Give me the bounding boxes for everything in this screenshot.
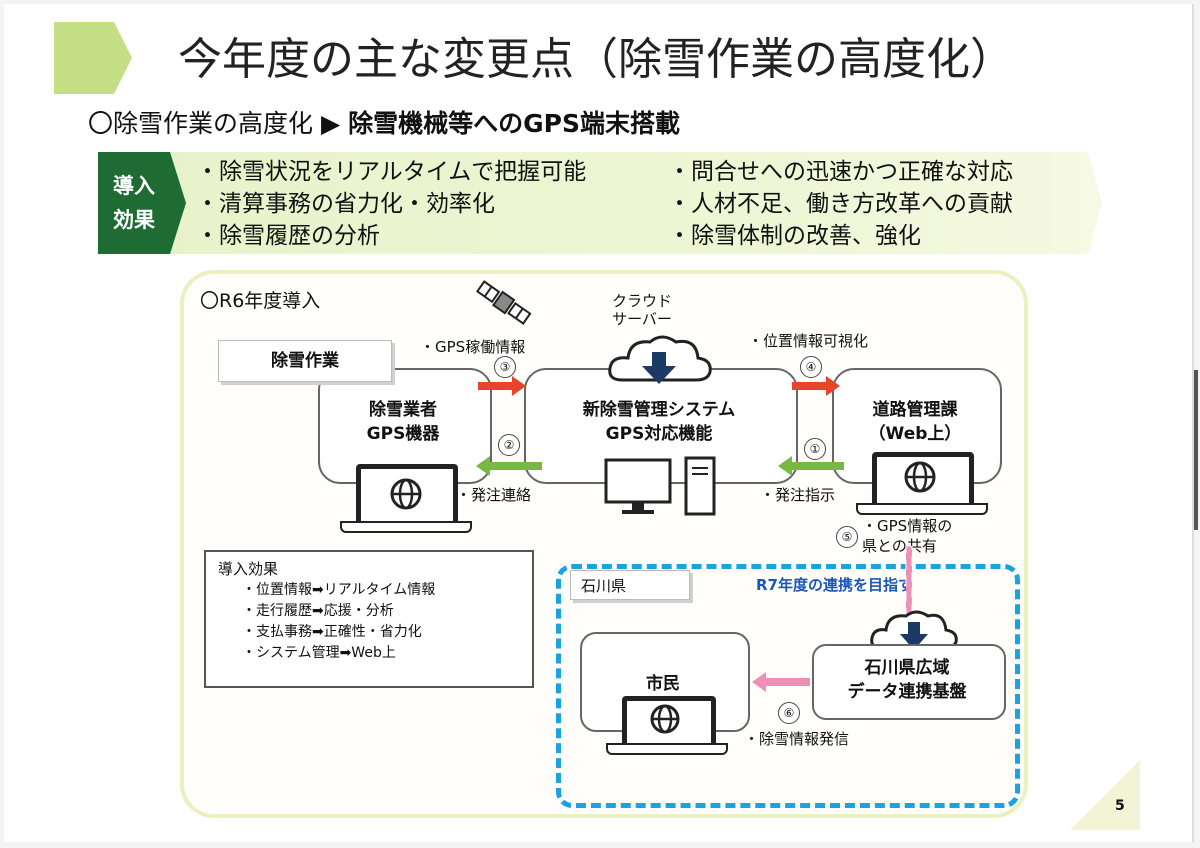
effect-item: ・人材不足、働き方改革への貢献 (668, 191, 1013, 217)
system-line-1: 新除雪管理システム (582, 400, 736, 420)
snow-work-tag: 除雪作業 (218, 340, 392, 382)
cloud-icon (870, 610, 958, 650)
effect-item: ・除雪状況をリアルタイムで把握可能 (196, 159, 587, 185)
page-number: 5 (1115, 798, 1125, 814)
system-line-2: GPS対応機能 (605, 424, 713, 444)
arrow-right-red-3 (478, 376, 526, 396)
corner-decoration (1070, 760, 1140, 830)
arrow-left-green-1 (778, 456, 844, 476)
step-4-badge: ④ (800, 356, 822, 378)
effects-tag-arrow (170, 152, 186, 254)
globe-icon (650, 704, 680, 734)
effect-item: ・除雪体制の改善、強化 (668, 223, 921, 249)
road-dept-title: 道路管理課 （Web上） (832, 398, 998, 446)
effect-item: ・問合せへの迅速かつ正確な対応 (668, 159, 1013, 185)
desktop-pc-icon (604, 456, 716, 516)
step-6-badge: ⑥ (778, 702, 800, 724)
effects-list-left: ・除雪状況をリアルタイムで把握可能 ・清算事務の省力化・効率化 ・除雪履歴の分析 (196, 156, 586, 252)
laptop-road-dept-base (856, 503, 988, 515)
platform-line-2: データ連携基盤 (847, 682, 967, 702)
effects-list-right: ・問合せへの迅速かつ正確な対応 ・人材不足、働き方改革への貢献 ・除雪体制の改善… (668, 156, 1013, 252)
step-1-badge: ① (804, 438, 826, 460)
gps-op-info-label: ・GPS稼働情報 (420, 338, 526, 356)
position-vis-label: ・位置情報可視化 (748, 332, 869, 350)
effect-item: ・除雪履歴の分析 (196, 223, 380, 249)
road-dept-line-2: （Web上） (868, 424, 962, 444)
road-dept-line-1: 道路管理課 (872, 400, 958, 420)
gps-share-label: ・GPS情報の県との共有 (862, 516, 952, 556)
effects-tag: 導入効果 (98, 152, 170, 254)
effects-summary-item: ・システム管理➡Web上 (242, 645, 396, 661)
effects-band-arrow (1088, 152, 1102, 254)
step-3-badge: ③ (494, 356, 516, 378)
effects-tag-line-2: 効果 (113, 208, 155, 232)
system-title: 新除雪管理システム GPS対応機能 (524, 398, 794, 446)
order-instruction-label: ・発注指示 (760, 486, 836, 504)
r7-dashed-region (556, 564, 1020, 808)
platform-title: 石川県広域データ連携基盤 (812, 656, 1002, 704)
subtitle-prefix: 〇除雪作業の高度化 (88, 109, 314, 138)
effects-summary-item: ・位置情報➡リアルタイム情報 (242, 582, 436, 598)
laptop-road-dept (872, 452, 974, 508)
r7-goal-label: R7年度の連携を目指す (756, 576, 913, 594)
r6-label: 〇R6年度導入 (200, 290, 321, 312)
effects-band (98, 152, 1088, 254)
effects-tag-line-1: 導入 (113, 174, 155, 198)
triangle-marker: ▶ (320, 109, 341, 138)
effects-summary-box: 導入効果 ・位置情報➡リアルタイム情報 ・走行履歴➡応援・分析 ・支払事務➡正確… (204, 550, 534, 688)
contractor-line-2: GPS機器 (366, 424, 440, 444)
subtitle-highlight: 除雪機械等へのGPS端末搭載 (348, 109, 681, 138)
platform-box (812, 644, 1006, 720)
snow-info-send-label: ・除雪情報発信 (744, 730, 850, 748)
arrow-right-red-4 (792, 376, 840, 396)
prefecture-tag: 石川県 (570, 570, 690, 600)
globe-icon (390, 478, 422, 510)
effects-summary-title: 導入効果 (218, 560, 279, 578)
laptop-contractor-base (340, 521, 472, 533)
title-accent-block (54, 22, 114, 94)
gps-share-line-2: 県との共有 (862, 537, 937, 555)
laptop-citizen-base (606, 743, 728, 755)
contractor-title: 除雪業者 GPS機器 (318, 398, 488, 446)
citizen-title: 市民 (646, 674, 680, 694)
cloud-server-label: クラウドサーバー (612, 292, 672, 328)
cloud-server-line-2: サーバー (612, 310, 672, 328)
globe-icon (904, 461, 936, 493)
step-5-badge: ⑤ (836, 526, 858, 548)
effects-summary-item: ・走行履歴➡応援・分析 (242, 603, 394, 619)
subtitle: 〇除雪作業の高度化 ▶ 除雪機械等へのGPS端末搭載 (88, 104, 680, 140)
effects-summary-item: ・支払事務➡正確性・省力化 (242, 624, 422, 640)
page-title: 今年度の主な変更点（除雪作業の高度化） (178, 34, 1014, 85)
contractor-line-1: 除雪業者 (369, 400, 437, 420)
order-contact-label: ・発注連絡 (456, 486, 532, 504)
title-accent-arrow (114, 22, 132, 94)
satellite-icon (475, 280, 532, 325)
platform-line-1: 石川県広域 (864, 658, 950, 678)
effect-item: ・清算事務の省力化・効率化 (196, 191, 495, 217)
arrow-left-green-2 (476, 456, 542, 476)
step-2-badge: ② (498, 434, 520, 456)
gps-share-line-1: ・GPS情報の (862, 517, 953, 535)
arrow-down-pink-5 (905, 546, 913, 624)
cloud-icon (608, 335, 712, 384)
scrollbar-thumb[interactable] (1194, 370, 1198, 530)
arrow-left-pink-6 (752, 672, 810, 692)
cloud-server-line-1: クラウド (612, 292, 673, 310)
